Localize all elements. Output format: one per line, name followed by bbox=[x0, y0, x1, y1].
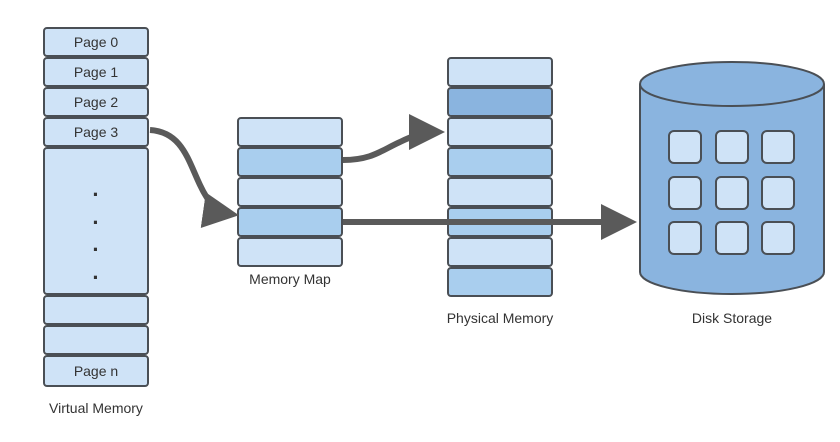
disk-block bbox=[761, 176, 795, 210]
ellipsis-dot-4: · bbox=[92, 265, 99, 290]
virtual-page-0-cell bbox=[43, 27, 149, 57]
physical-frame-2 bbox=[447, 87, 553, 117]
memory-map-label: Memory Map bbox=[249, 271, 331, 287]
physical-frame-4 bbox=[447, 147, 553, 177]
disk-block bbox=[668, 130, 702, 164]
virtual-page-n-label: Page n bbox=[74, 363, 118, 379]
memory-map-column: Memory Map bbox=[237, 117, 343, 287]
disk-block bbox=[761, 221, 795, 255]
ellipsis-dot-3: · bbox=[92, 237, 99, 262]
physical-memory-label: Physical Memory bbox=[447, 310, 554, 326]
memory-map-cell-4 bbox=[237, 207, 343, 237]
disk-storage-label: Disk Storage bbox=[692, 310, 772, 326]
virtual-page-2-label: Page 2 bbox=[74, 94, 119, 110]
arrow-page3-to-map bbox=[149, 127, 239, 228]
virtual-page-3-label: Page 3 bbox=[74, 124, 119, 140]
virtual-page-0-label: Page 0 bbox=[74, 34, 119, 50]
disk-block bbox=[715, 130, 749, 164]
virtual-page-blank-1 bbox=[43, 295, 149, 325]
disk-cylinder-top bbox=[639, 61, 825, 107]
disk-block bbox=[715, 176, 749, 210]
disk-block bbox=[715, 221, 749, 255]
physical-frame-1 bbox=[447, 57, 553, 87]
arrow-map-to-physical bbox=[342, 114, 445, 163]
physical-memory-column: Physical Memory bbox=[447, 57, 554, 326]
ellipsis-dot-2: · bbox=[92, 210, 99, 235]
virtual-page-n-cell bbox=[43, 355, 149, 387]
virtual-memory-column: Page 0 Page 1 Page 2 Page 3 · · · · Page… bbox=[43, 27, 149, 416]
ellipsis-dot-1: · bbox=[92, 182, 99, 207]
mapping-arrows bbox=[149, 114, 637, 240]
disk-block bbox=[668, 176, 702, 210]
virtual-ellipsis-block bbox=[43, 147, 149, 295]
memory-map-cell-5 bbox=[237, 237, 343, 267]
physical-frame-7 bbox=[447, 237, 553, 267]
virtual-page-3-cell bbox=[43, 117, 149, 147]
memory-map-cell-1 bbox=[237, 117, 343, 147]
virtual-memory-label: Virtual Memory bbox=[49, 400, 143, 416]
memory-map-cell-2 bbox=[237, 147, 343, 177]
virtual-page-blank-2 bbox=[43, 325, 149, 355]
physical-frame-8 bbox=[447, 267, 553, 297]
physical-frame-5 bbox=[447, 177, 553, 207]
virtual-page-2-cell bbox=[43, 87, 149, 117]
disk-storage: Disk Storage bbox=[639, 61, 825, 326]
disk-block bbox=[761, 130, 795, 164]
physical-frame-3 bbox=[447, 117, 553, 147]
virtual-page-1-cell bbox=[43, 57, 149, 87]
disk-block bbox=[668, 221, 702, 255]
virtual-page-1-label: Page 1 bbox=[74, 64, 119, 80]
memory-map-cell-3 bbox=[237, 177, 343, 207]
